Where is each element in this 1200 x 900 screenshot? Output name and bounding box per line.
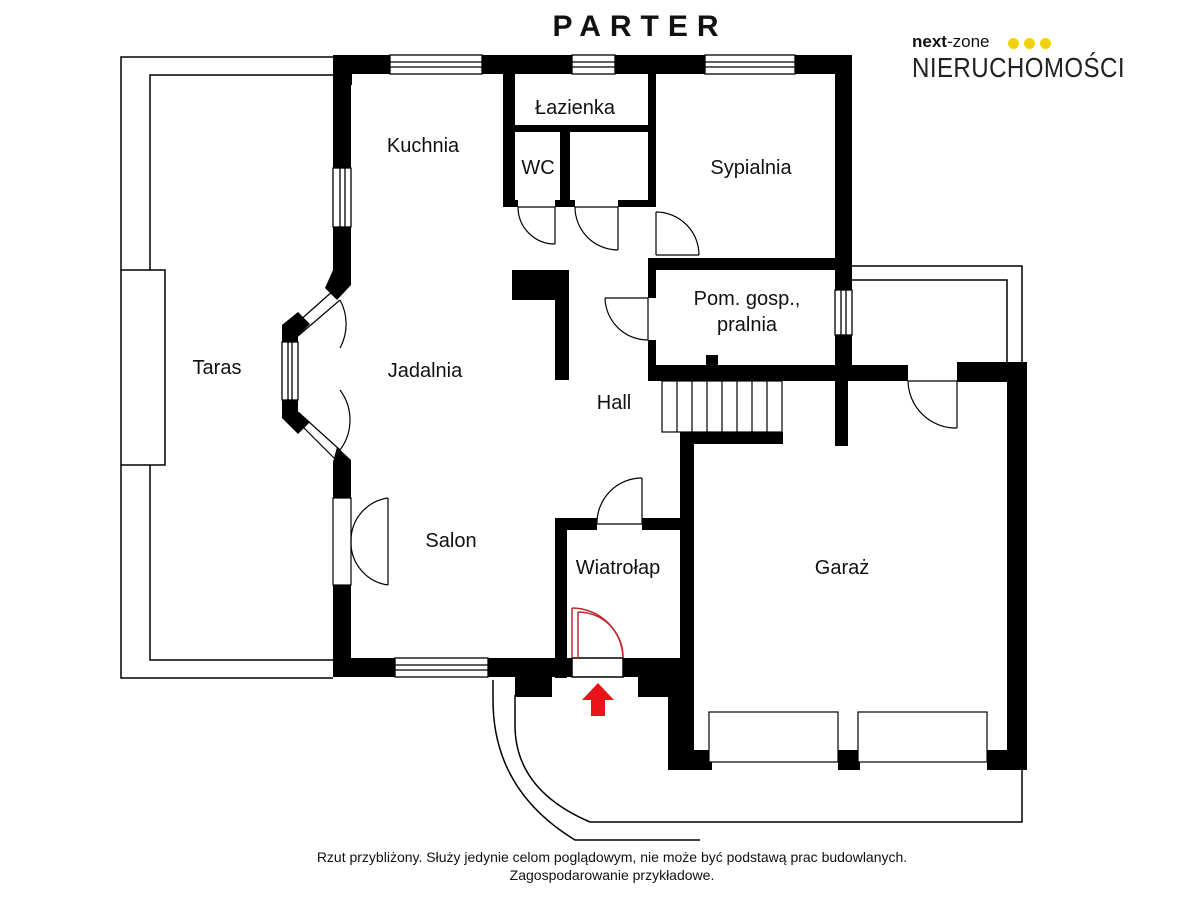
stairs [661,380,783,433]
side-enclosure-outline [852,265,1023,362]
logo-wordmark: NIERUCHOMOŚCI [912,52,1125,83]
room-label-salon: Salon [425,530,477,552]
logo-dot-icon [1008,38,1019,49]
porch-outline [492,680,1023,841]
doors [297,206,958,586]
room-label-garaz: Garaż [814,557,870,579]
company-logo: next-zone NIERUCHOMOŚCI [912,32,1142,92]
room-label-pom-gosp-line2: pralnia [716,314,778,336]
room-label-wc: WC [521,157,555,179]
room-label-hall: Hall [596,392,632,414]
logo-suffix: -zone [946,32,990,51]
terrace-outline [120,56,333,679]
garage-door-panels [708,711,988,763]
room-label-pom-gosp: Pom. gosp., pralnia [694,286,801,338]
room-label-wiatrolap: Wiatrołap [575,557,661,579]
entrance-arrow-icon [582,683,614,716]
disclaimer-line1: Rzut przybliżony. Służy jedynie celom po… [316,849,908,865]
room-label-taras: Taras [192,357,242,379]
plan-title: PARTER [552,10,728,43]
room-label-pom-gosp-line1: Pom. gosp., [693,288,801,310]
windows [281,54,853,678]
logo-dot-icon [1040,38,1051,49]
walls [282,55,1027,770]
room-label-lazienka: Łazienka [534,97,616,119]
room-label-kuchnia: Kuchnia [386,135,460,157]
logo-dot-icon [1024,38,1035,49]
logo-brand: next [912,32,947,51]
room-label-sypialnia: Sypialnia [710,157,792,179]
room-label-jadalnia: Jadalnia [387,360,463,382]
disclaimer-line2: Zagospodarowanie przykładowe. [509,867,715,883]
disclaimer: Rzut przybliżony. Służy jedynie celom po… [0,848,1200,884]
entrance-door [571,607,624,678]
